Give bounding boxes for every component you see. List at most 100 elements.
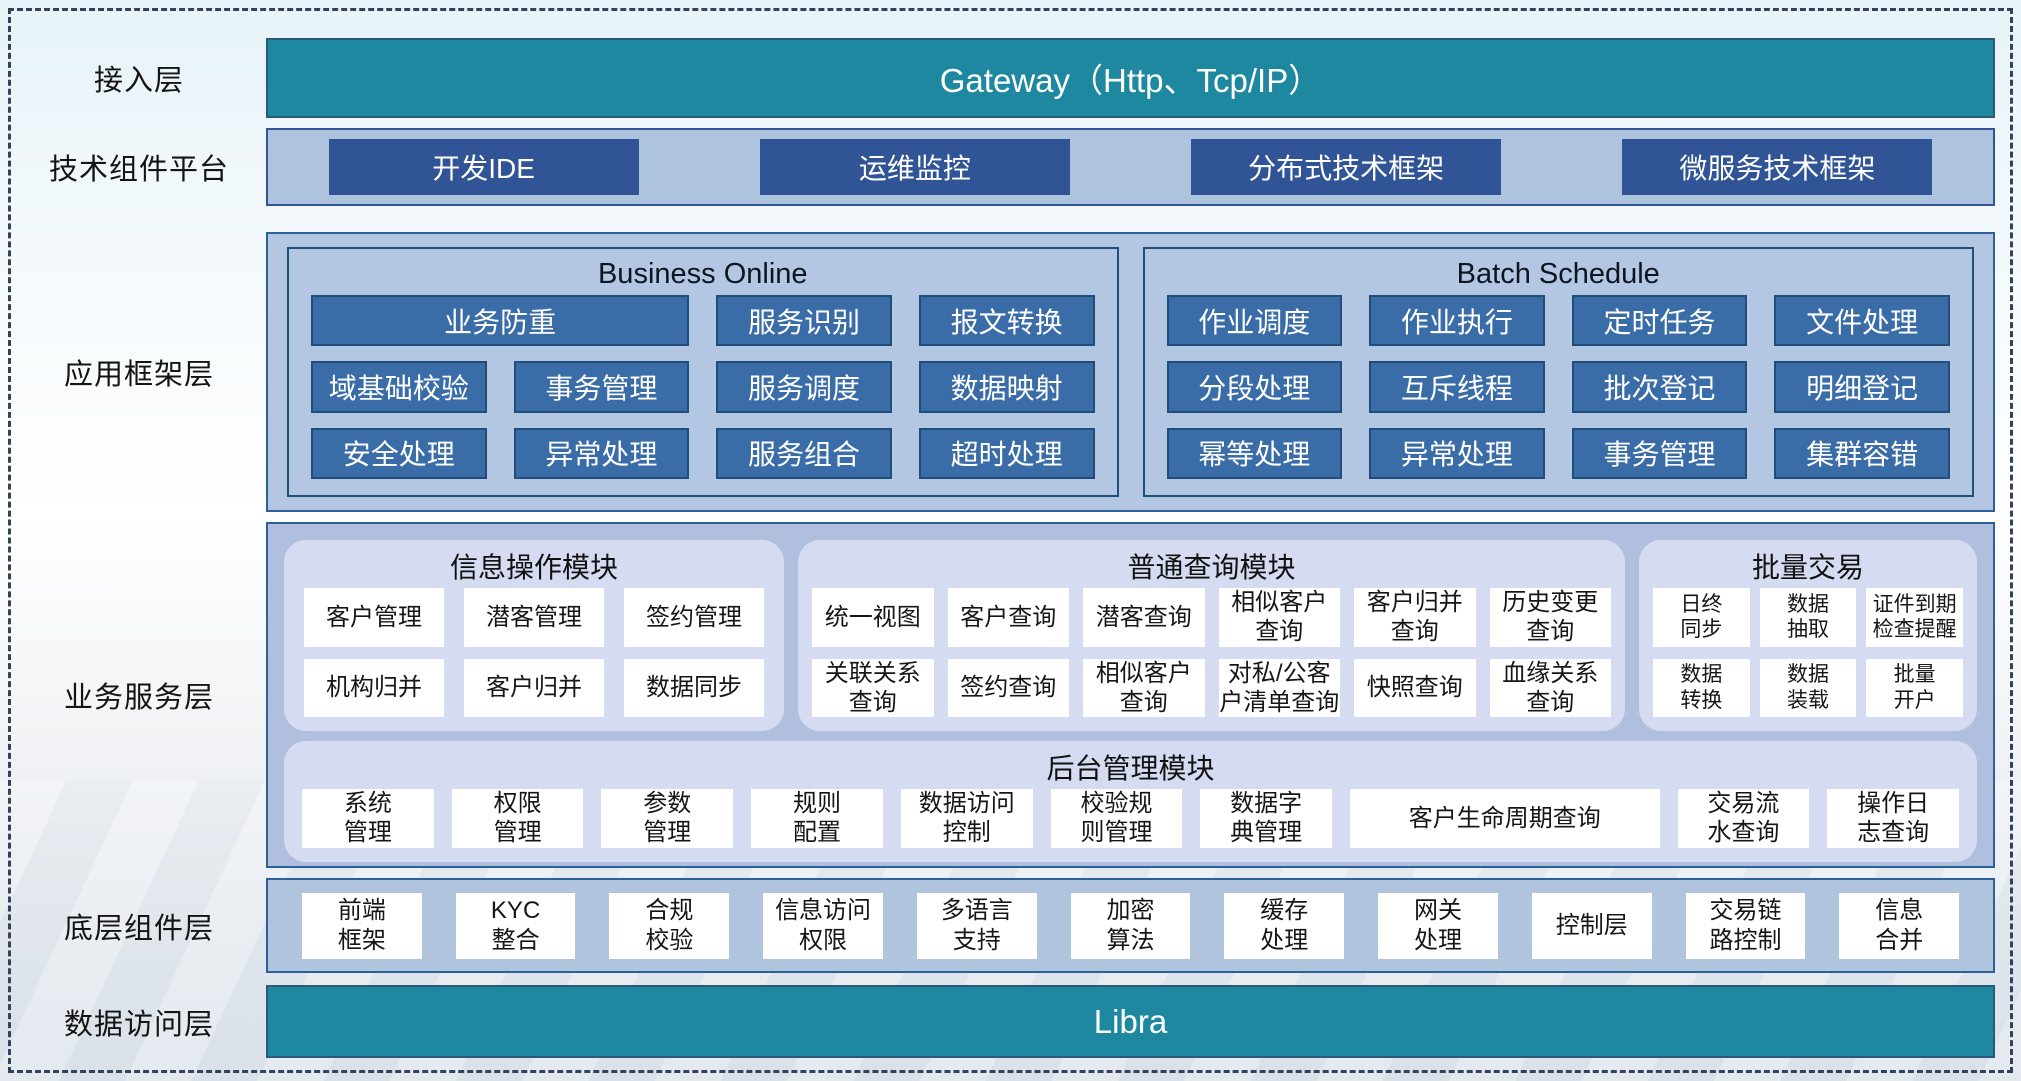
base-card: 控制层	[1531, 892, 1652, 959]
framework-button: 定时任务	[1571, 295, 1748, 347]
admin-card: 数据字 典管理	[1200, 789, 1333, 848]
panel-title-batch-schedule: Batch Schedule	[1456, 258, 1660, 290]
tech-platform-band: 技术组件平台 开发IDE 运维监控 分布式技术框架 微服务技术框架	[20, 128, 1995, 206]
framework-button: 作业调度	[1166, 295, 1343, 347]
admin-card: 客户生命周期查询	[1350, 789, 1660, 848]
service-card: 历史变更 查询	[1489, 588, 1611, 647]
batch-trade-grid: 日终 同步数据 抽取证件到期 检查提醒数据 转换数据 装载批量 开户	[1653, 588, 1963, 718]
access-layer-band: 接入层 Gateway（Http、Tcp/IP）	[20, 38, 1995, 118]
business-service-band: 业务服务层 信息操作模块 客户管理潜客管理签约管理机构归并客户归并数据同步 普通…	[20, 522, 1995, 868]
framework-button: 异常处理	[1369, 427, 1545, 479]
framework-button: 幂等处理	[1166, 427, 1343, 479]
framework-button: 批次登记	[1571, 361, 1748, 413]
tech-platform-button: 开发IDE	[328, 139, 639, 195]
admin-card: 参数 管理	[601, 789, 734, 848]
framework-button: 文件处理	[1774, 295, 1950, 347]
framework-button: 服务组合	[716, 427, 892, 479]
service-card: 机构归并	[304, 658, 444, 718]
framework-button: 数据映射	[918, 361, 1095, 413]
admin-card: 权限 管理	[451, 789, 584, 848]
base-card: 加密 算法	[1070, 892, 1191, 959]
framework-button: 报文转换	[918, 295, 1095, 347]
service-card: 日终 同步	[1653, 588, 1750, 647]
admin-module-panel: 后台管理模块 系统 管理权限 管理参数 管理规则 配置数据访问 控制校验规 则管…	[284, 741, 1977, 862]
service-card: 关联关系 查询	[812, 658, 934, 718]
module-title-query: 普通查询模块	[1127, 552, 1296, 583]
base-card: 多语言 支持	[916, 892, 1037, 959]
base-card: 合规 校验	[609, 892, 730, 959]
admin-card: 操作日 志查询	[1827, 789, 1959, 848]
framework-button: 事务管理	[513, 361, 690, 413]
framework-button: 明细登记	[1774, 361, 1950, 413]
tech-platform-button: 运维监控	[759, 139, 1070, 195]
panel-title-business-online: Business Online	[597, 258, 808, 290]
libra-bar: Libra	[266, 985, 1995, 1058]
service-top-row: 信息操作模块 客户管理潜客管理签约管理机构归并客户归并数据同步 普通查询模块 统…	[284, 540, 1977, 732]
service-card: 客户查询	[947, 588, 1069, 647]
app-framework-container: Business Online 业务防重服务识别报文转换域基础校验事务管理服务调…	[266, 232, 1995, 512]
layer-label-tech-platform: 技术组件平台	[48, 154, 229, 186]
business-online-grid: 业务防重服务识别报文转换域基础校验事务管理服务调度数据映射安全处理异常处理服务组…	[311, 295, 1095, 479]
service-card: 批量 开户	[1866, 658, 1963, 718]
service-card: 签约管理	[624, 588, 764, 647]
service-card: 数据 装载	[1759, 658, 1857, 718]
service-card: 数据 转换	[1653, 658, 1750, 718]
admin-card: 校验规 则管理	[1050, 789, 1183, 848]
admin-module-grid: 系统 管理权限 管理参数 管理规则 配置数据访问 控制校验规 则管理数据字 典管…	[302, 789, 1959, 848]
service-card: 客户归并 查询	[1354, 588, 1476, 647]
admin-card: 交易流 水查询	[1677, 789, 1810, 848]
framework-button: 事务管理	[1571, 427, 1748, 479]
tech-platform-button: 微服务技术框架	[1622, 139, 1933, 195]
service-card: 客户管理	[304, 588, 444, 647]
service-card: 潜客查询	[1083, 588, 1205, 647]
service-card: 统一视图	[812, 588, 934, 647]
tech-platform-button: 分布式技术框架	[1191, 139, 1502, 195]
admin-card: 系统 管理	[302, 789, 434, 848]
service-card: 数据同步	[624, 658, 764, 718]
service-card: 血缘关系 查询	[1489, 658, 1611, 718]
info-module-grid: 客户管理潜客管理签约管理机构归并客户归并数据同步	[304, 588, 764, 718]
base-card: KYC 整合	[455, 892, 576, 959]
module-title-admin: 后台管理模块	[1046, 753, 1215, 785]
layer-label-data-access: 数据访问层	[63, 1008, 214, 1041]
framework-button: 集群容错	[1774, 427, 1950, 479]
framework-button: 分段处理	[1166, 361, 1343, 413]
batch-trade-module-panel: 批量交易 日终 同步数据 抽取证件到期 检查提醒数据 转换数据 装载批量 开户	[1639, 540, 1977, 732]
query-module-panel: 普通查询模块 统一视图客户查询潜客查询相似客户 查询客户归并 查询历史变更 查询…	[798, 540, 1625, 732]
gateway-bar: Gateway（Http、Tcp/IP）	[266, 38, 1995, 118]
business-service-container: 信息操作模块 客户管理潜客管理签约管理机构归并客户归并数据同步 普通查询模块 统…	[266, 522, 1995, 868]
service-card: 相似客户 查询	[1218, 588, 1340, 647]
admin-card: 数据访问 控制	[900, 789, 1033, 848]
framework-button: 超时处理	[918, 427, 1095, 479]
layer-label-app-framework: 应用框架层	[63, 359, 214, 391]
service-card: 客户归并	[464, 658, 604, 718]
service-card: 潜客管理	[464, 588, 604, 647]
layer-label-base-component: 底层组件层	[63, 912, 214, 945]
layer-label-access: 接入层	[93, 65, 184, 97]
framework-button: 服务调度	[716, 361, 892, 413]
service-card: 证件到期 检查提醒	[1866, 588, 1963, 647]
tech-platform-strip: 开发IDE 运维监控 分布式技术框架 微服务技术框架	[266, 128, 1995, 206]
base-card: 交易链 路控制	[1685, 892, 1806, 959]
framework-button: 域基础校验	[311, 361, 487, 413]
query-module-grid: 统一视图客户查询潜客查询相似客户 查询客户归并 查询历史变更 查询关联关系 查询…	[812, 588, 1611, 718]
framework-button: 安全处理	[311, 427, 487, 479]
module-title-info: 信息操作模块	[449, 552, 618, 583]
service-card: 对私/公客 户清单查询	[1218, 658, 1340, 718]
business-online-panel: Business Online 业务防重服务识别报文转换域基础校验事务管理服务调…	[287, 247, 1119, 497]
app-framework-band: 应用框架层 Business Online 业务防重服务识别报文转换域基础校验事…	[20, 232, 1995, 512]
framework-button: 业务防重	[311, 295, 690, 347]
info-operation-module-panel: 信息操作模块 客户管理潜客管理签约管理机构归并客户归并数据同步	[284, 540, 784, 732]
service-card: 签约查询	[947, 658, 1069, 718]
layer-label-business-service: 业务服务层	[63, 682, 214, 714]
base-card: 缓存 处理	[1224, 892, 1345, 959]
service-card: 数据 抽取	[1759, 588, 1857, 647]
base-card: 信息 合并	[1839, 892, 1960, 959]
framework-button: 服务识别	[716, 295, 892, 347]
batch-schedule-panel: Batch Schedule 作业调度作业执行定时任务文件处理分段处理互斥线程批…	[1142, 247, 1974, 497]
batch-schedule-grid: 作业调度作业执行定时任务文件处理分段处理互斥线程批次登记明细登记幂等处理异常处理…	[1166, 295, 1950, 479]
service-card: 快照查询	[1354, 658, 1476, 718]
